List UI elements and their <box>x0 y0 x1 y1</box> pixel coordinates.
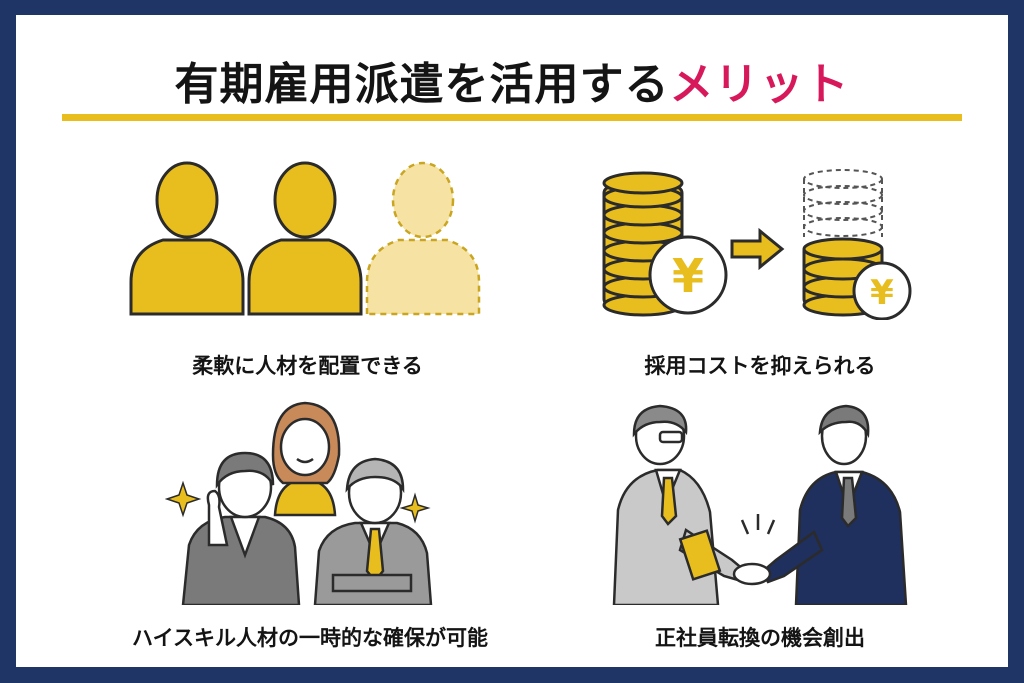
page-title: 有期雇用派遣を活用するメリット <box>0 48 1024 112</box>
skilled-team-icon <box>165 401 433 605</box>
title-accent: メリット <box>669 59 850 110</box>
woman-figure <box>271 401 341 517</box>
title-main: 有期雇用派遣を活用する <box>174 59 670 110</box>
arrow-right-icon <box>730 227 785 271</box>
clasped-hands <box>732 562 772 586</box>
person-silhouette-3-dashed <box>365 161 481 316</box>
benefit-caption-3: ハイスキル人材の一時的な確保が可能 <box>132 626 488 650</box>
sparkle-icon <box>165 480 431 524</box>
title-underline <box>62 114 962 121</box>
benefit-caption-2: 採用コストを抑えられる <box>644 354 876 378</box>
yen-symbol-small: ¥ <box>870 273 894 313</box>
people-silhouettes-icon <box>129 161 481 316</box>
benefit-caption-4: 正社員転換の機会創出 <box>655 626 865 650</box>
yen-badge-large <box>648 235 728 315</box>
impact-lines <box>740 514 776 535</box>
person-silhouette-2 <box>247 161 363 316</box>
left-businessman <box>612 404 746 605</box>
yen-badge-small <box>852 261 912 320</box>
senior-man-figure <box>313 457 433 605</box>
right-businessman <box>760 404 908 605</box>
handshake-icon <box>612 404 908 605</box>
young-man-figure <box>181 451 301 605</box>
yen-symbol-large: ¥ <box>672 249 704 303</box>
person-silhouette-1 <box>129 161 245 316</box>
benefit-caption-1: 柔軟に人材を配置できる <box>192 354 423 378</box>
coin-stack-removed-dashed <box>803 169 883 237</box>
yen-coins-decrease-icon: ¥ ¥ <box>602 169 912 320</box>
